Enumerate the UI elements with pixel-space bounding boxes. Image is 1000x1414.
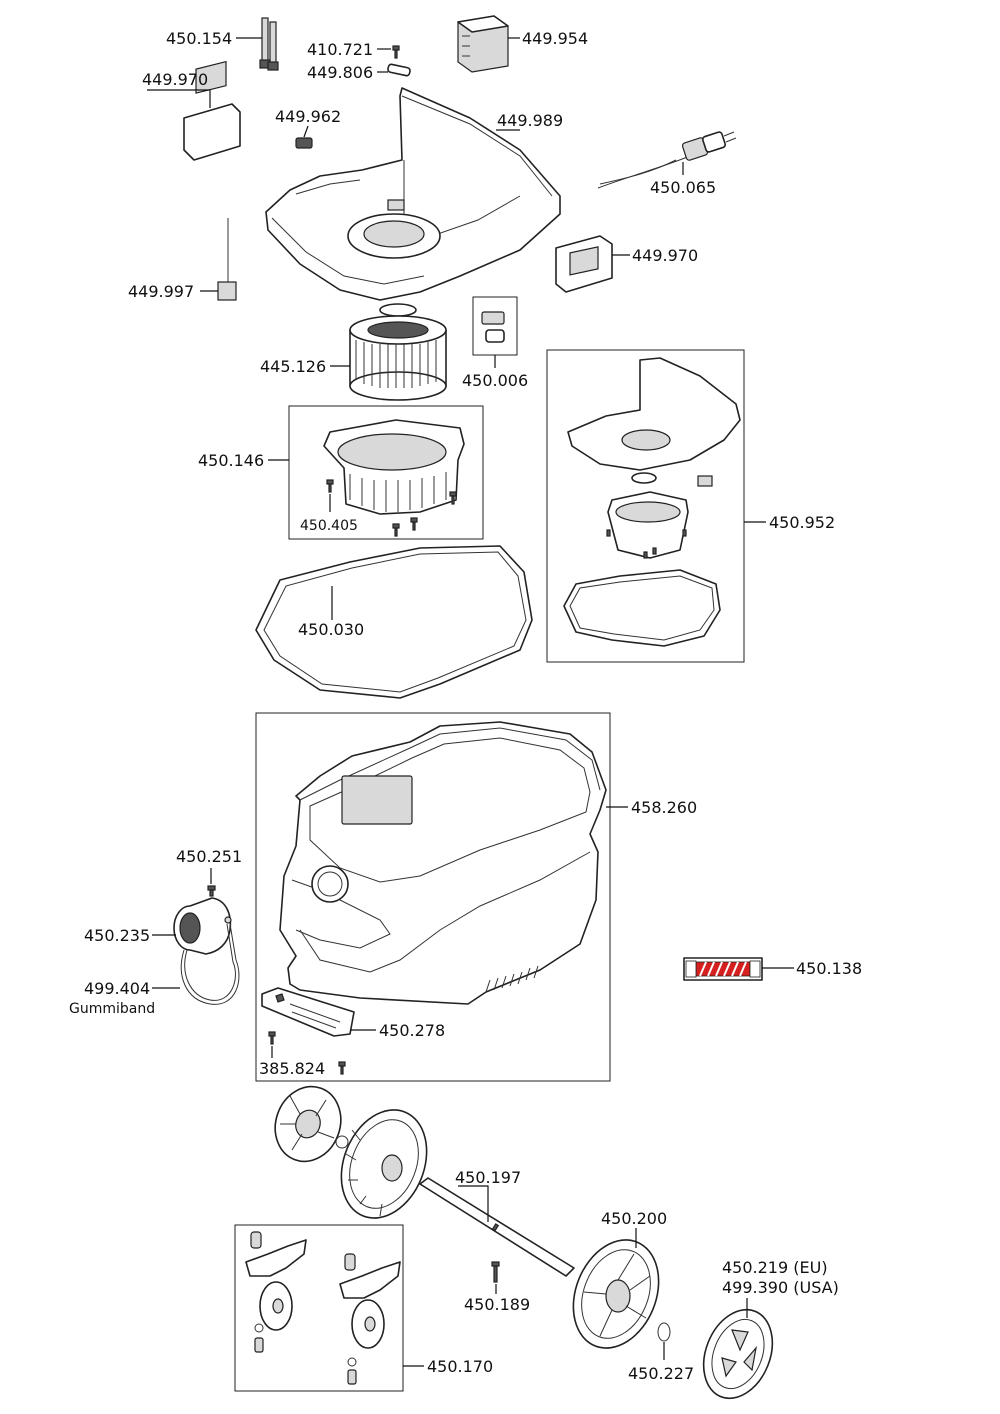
part-450405-screws <box>326 479 457 537</box>
part-hub-cap-left <box>274 1085 349 1163</box>
label-450219: 450.219 (EU) <box>722 1258 828 1277</box>
box-458260 <box>255 712 611 1082</box>
part-450235-socket <box>173 897 232 955</box>
label-449962: 449.962 <box>275 107 341 126</box>
label-458260: 458.260 <box>631 798 697 817</box>
label-450235: 450.235 <box>84 926 150 945</box>
label-449954: 449.954 <box>522 29 588 48</box>
part-450030-gasket <box>255 545 533 699</box>
part-445126-cartridge-filter <box>349 303 447 401</box>
label-499404-note: Gummiband <box>69 1001 155 1017</box>
part-450219-hub-cap-right <box>702 1308 774 1400</box>
box-450006 <box>472 296 518 356</box>
label-499390: 499.390 (USA) <box>722 1278 839 1297</box>
part-449806-clip <box>387 63 411 77</box>
label-450030: 450.030 <box>298 620 364 639</box>
part-449954-filter-block <box>457 15 509 73</box>
part-450006-latch <box>481 311 505 343</box>
part-450170-casters <box>245 1231 401 1385</box>
label-450138: 450.138 <box>796 959 862 978</box>
label-450065: 450.065 <box>650 178 716 197</box>
part-450200-wheel-right <box>572 1239 660 1349</box>
part-450138-warning-label <box>683 957 763 981</box>
label-450405: 450.405 <box>300 518 358 534</box>
label-450146: 450.146 <box>198 451 264 470</box>
part-449970-side-cover-right <box>555 235 613 293</box>
part-450154-pins <box>259 17 279 71</box>
part-449962-clip <box>295 137 313 149</box>
part-449970-side-cover-left <box>183 60 241 161</box>
label-449989: 449.989 <box>497 111 563 130</box>
part-450251-screw <box>207 885 216 897</box>
part-450278-front-plate <box>261 987 355 1037</box>
box-450170 <box>234 1224 404 1392</box>
part-499404-rubber-band <box>180 923 240 1005</box>
part-450189-screw <box>491 1261 500 1283</box>
label-450006: 450.006 <box>462 371 528 390</box>
label-450278: 450.278 <box>379 1021 445 1040</box>
label-449997: 449.997 <box>128 282 194 301</box>
label-449806: 449.806 <box>307 63 373 82</box>
part-449989-head-housing <box>265 87 561 301</box>
box-450146 <box>288 405 484 540</box>
part-450197-axle <box>419 1177 575 1277</box>
part-450146-filter-basket <box>323 419 465 515</box>
label-385824: 385.824 <box>259 1059 325 1078</box>
label-499404: 499.404 <box>84 979 150 998</box>
label-450189: 450.189 <box>464 1295 530 1314</box>
part-wheel-left <box>340 1109 428 1219</box>
part-385824-screws <box>268 1031 346 1075</box>
part-450227-ring <box>657 1322 671 1342</box>
label-449970-left: 449.970 <box>142 70 208 89</box>
part-450952-head-assembly <box>563 357 741 647</box>
part-410721-screw <box>392 45 400 59</box>
label-450227: 450.227 <box>628 1364 694 1383</box>
label-450251: 450.251 <box>176 847 242 866</box>
label-450154: 450.154 <box>166 29 232 48</box>
label-445126: 445.126 <box>260 357 326 376</box>
label-450197: 450.197 <box>455 1168 521 1187</box>
part-450065-power-cord <box>597 131 737 189</box>
part-449997-switch <box>217 218 237 301</box>
label-450200: 450.200 <box>601 1209 667 1228</box>
box-450952 <box>546 349 745 663</box>
label-450952: 450.952 <box>769 513 835 532</box>
part-458260-container <box>279 721 607 1005</box>
label-410721: 410.721 <box>307 40 373 59</box>
label-449970-right: 449.970 <box>632 246 698 265</box>
label-450170: 450.170 <box>427 1357 493 1376</box>
